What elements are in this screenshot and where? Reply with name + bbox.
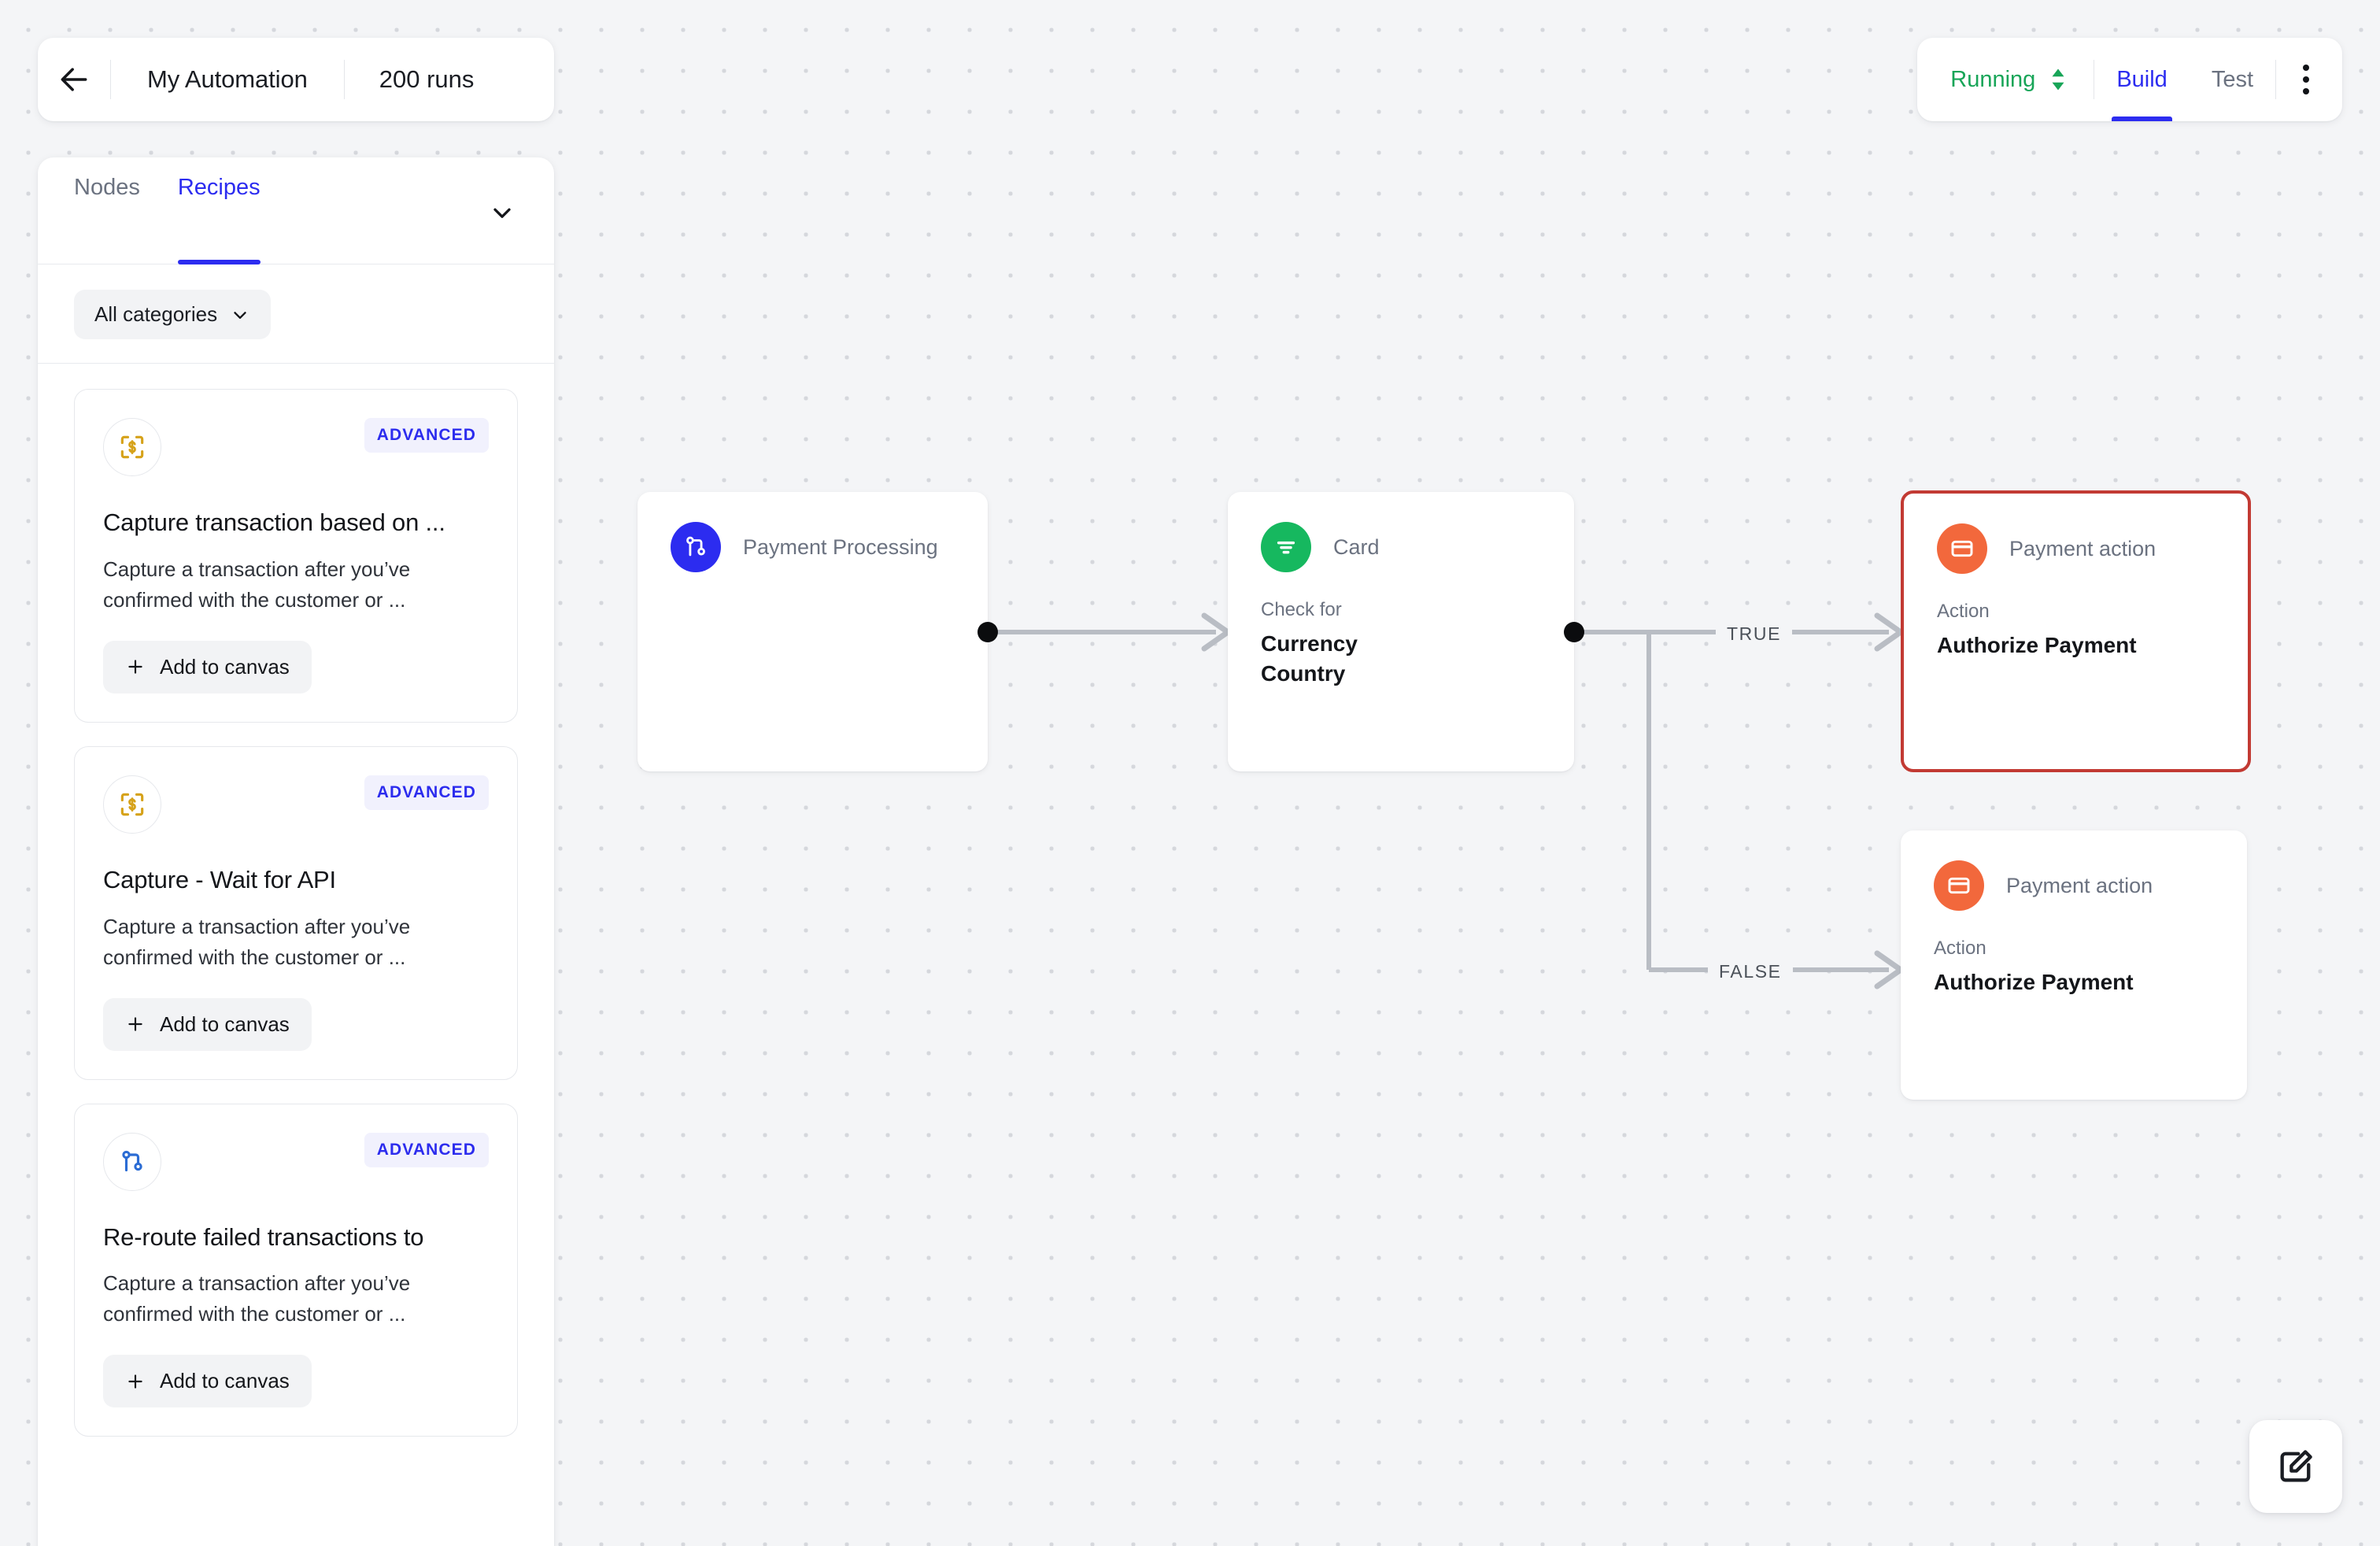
node-header: Payment action <box>1934 860 2214 911</box>
node-header: Payment action <box>1937 523 2215 574</box>
node-output-port[interactable] <box>978 621 998 642</box>
status-selector[interactable]: Running <box>1924 38 2094 121</box>
recipe-title: Re-route failed transactions to <box>103 1222 424 1251</box>
divider <box>2275 60 2276 99</box>
card-header: ADVANCED <box>103 775 489 834</box>
edge-label-false: FALSE <box>1708 958 1793 986</box>
workflow-header-bar: My Automation 200 runs <box>38 38 554 121</box>
node-kind-label: Card <box>1333 534 1380 559</box>
mode-header-bar: Running Build Test <box>1917 38 2342 121</box>
status-badge: ADVANCED <box>364 418 489 453</box>
flow-node-payment-processing[interactable]: Payment Processing <box>638 492 998 771</box>
library-panel: Nodes Recipes All categories <box>38 157 554 1546</box>
edge-label-true: TRUE <box>1716 620 1793 648</box>
page-title: My Automation <box>147 65 308 93</box>
recipe-description: Capture a transaction after you’ve confi… <box>103 1271 411 1326</box>
add-to-canvas-button[interactable]: Add to canvas <box>103 997 312 1051</box>
flow-node-payment-action-false[interactable]: Payment action Action Authorize Payment <box>1901 830 2247 1100</box>
add-to-canvas-label: Add to canvas <box>160 1012 290 1036</box>
add-to-canvas-button[interactable]: Add to canvas <box>103 640 312 693</box>
divider <box>110 60 111 99</box>
scan-dollar-icon <box>103 418 161 476</box>
recipe-card[interactable]: ADVANCED Capture - Wait for API Capture … <box>74 745 518 1080</box>
node-kind-label: Payment action <box>2006 873 2153 897</box>
tab-recipes[interactable]: Recipes <box>177 175 261 264</box>
plus-icon <box>125 1371 146 1392</box>
node-header: Card <box>1261 522 1541 572</box>
plus-icon <box>125 1014 146 1034</box>
scan-dollar-icon <box>103 775 161 834</box>
back-button[interactable] <box>38 38 110 121</box>
tab-test[interactable]: Test <box>2190 38 2275 121</box>
chevron-down-icon[interactable] <box>486 197 518 228</box>
node-field-label: Action <box>1937 601 1990 622</box>
status-badge: Running <box>1950 66 2036 92</box>
git-branch-icon <box>103 1132 161 1191</box>
plus-icon <box>125 656 146 677</box>
divider <box>343 60 345 99</box>
node-kind-label: Payment action <box>2009 536 2156 560</box>
recipe-description: Capture a transaction after you’ve confi… <box>103 914 411 969</box>
kebab-menu-icon[interactable] <box>2276 38 2336 121</box>
recipe-description: Capture a transaction after you’ve confi… <box>103 557 411 612</box>
status-badge: ADVANCED <box>364 1132 489 1167</box>
add-to-canvas-button[interactable]: Add to canvas <box>103 1355 312 1408</box>
node-field-value: Authorize Payment <box>1937 633 2137 657</box>
card-header: ADVANCED <box>103 1132 489 1191</box>
tab-nodes[interactable]: Nodes <box>74 175 140 247</box>
recipe-card[interactable]: ADVANCED Capture transaction based on ..… <box>74 389 518 723</box>
recipe-card-list: ADVANCED Capture transaction based on ..… <box>38 364 554 1437</box>
node-output-port[interactable] <box>1564 621 1584 642</box>
node-kind-label: Payment Processing <box>743 534 938 559</box>
filter-icon <box>1261 522 1311 572</box>
flow-node-card-condition[interactable]: Card Check for Currency Country <box>1228 492 1584 771</box>
recipe-card[interactable]: ADVANCED Re-route failed transactions to… <box>74 1103 518 1437</box>
arrow-left-icon <box>61 68 87 91</box>
add-to-canvas-label: Add to canvas <box>160 654 290 679</box>
edit-canvas-button[interactable] <box>2249 1420 2342 1513</box>
credit-card-icon <box>1937 523 1987 574</box>
edit-square-icon <box>2280 1450 2312 1482</box>
card-header: ADVANCED <box>103 418 489 476</box>
recipe-title: Capture - Wait for API <box>103 865 336 893</box>
add-to-canvas-label: Add to canvas <box>160 1369 290 1393</box>
node-field-value: Authorize Payment <box>1934 970 2134 994</box>
status-badge: ADVANCED <box>364 775 489 810</box>
category-filter-label: All categories <box>94 302 218 326</box>
runs-count[interactable]: 200 runs <box>379 65 475 93</box>
tab-build[interactable]: Build <box>2094 38 2190 121</box>
node-field-value: Currency Country <box>1261 631 1358 686</box>
node-field-label: Check for <box>1261 599 1342 620</box>
node-field-label: Action <box>1934 938 1986 959</box>
category-filter-dropdown[interactable]: All categories <box>74 290 272 339</box>
node-header: Payment Processing <box>671 522 955 572</box>
panel-tabs: Nodes Recipes <box>38 157 554 264</box>
recipe-title: Capture transaction based on ... <box>103 509 445 536</box>
chevron-down-icon <box>230 305 250 325</box>
filter-row: All categories <box>38 264 554 364</box>
flow-node-payment-action-true[interactable]: Payment action Action Authorize Payment <box>1901 490 2251 772</box>
git-branch-icon <box>671 522 721 572</box>
up-down-arrows-icon <box>2049 68 2067 91</box>
credit-card-icon <box>1934 860 1984 911</box>
